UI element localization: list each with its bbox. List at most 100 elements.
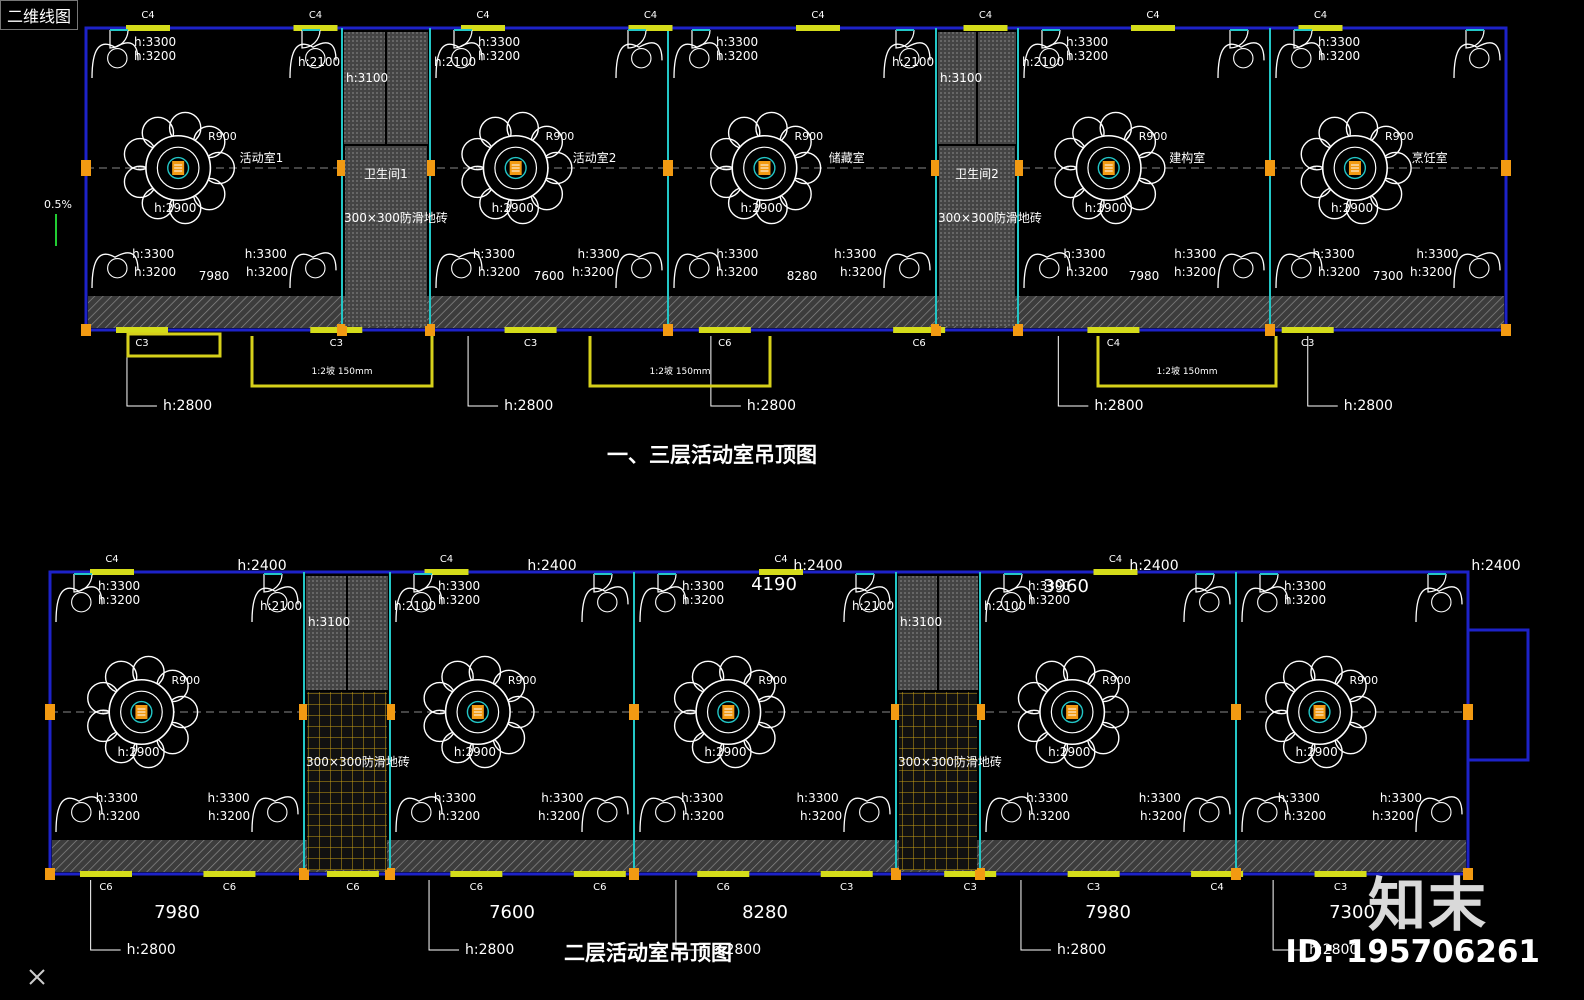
scroll-curve	[673, 252, 721, 289]
toilet-cubicle	[939, 576, 978, 690]
label-text: h:3300	[716, 247, 758, 261]
close-icon[interactable]	[28, 968, 46, 986]
scroll-circle	[107, 47, 128, 69]
window-top	[424, 569, 469, 575]
scroll-circle	[689, 257, 710, 279]
scroll-curve	[1241, 586, 1289, 623]
cornice-scroll	[581, 796, 629, 833]
window-label: C4	[979, 10, 992, 21]
ceiling-flower-lamp	[123, 111, 236, 225]
label-text: h:2100	[394, 599, 436, 613]
scroll-circle	[1257, 591, 1278, 613]
label-text: h:2900	[1331, 201, 1373, 215]
label-text: R900	[1350, 674, 1379, 687]
window-bottom	[944, 871, 997, 877]
toilet-tile-floor	[899, 692, 977, 870]
scroll-circle	[655, 801, 676, 823]
toilet-tile-floor	[939, 146, 1015, 326]
scroll-curve	[55, 586, 103, 623]
scroll-circle	[267, 591, 288, 613]
label-text: h:3200	[1028, 809, 1070, 823]
window-bottom	[504, 327, 557, 333]
label-text: R900	[794, 130, 823, 143]
window-top	[1298, 25, 1343, 31]
window-label: C3	[330, 338, 343, 349]
column	[975, 868, 985, 880]
label-text: h:3200	[1066, 265, 1108, 279]
column	[385, 704, 395, 720]
label-text: h:3200	[1140, 809, 1182, 823]
ceiling-height-text: h:2800	[504, 398, 553, 414]
label-text: R900	[508, 674, 537, 687]
label-text: h:3100	[940, 71, 982, 85]
label-text: h:3300	[96, 791, 138, 805]
cornice-scroll	[1275, 252, 1323, 289]
label-text: h:3200	[134, 265, 176, 279]
door-arc	[1293, 29, 1313, 49]
scroll-curve	[1415, 586, 1463, 623]
ceiling-flower-lamp	[1265, 655, 1377, 769]
door-arc	[657, 573, 677, 593]
scroll-curve	[883, 252, 931, 289]
scroll-circle	[1199, 801, 1220, 823]
toilet-cubicle	[387, 32, 428, 144]
door-swing-icon	[657, 573, 677, 593]
window-bottom	[1314, 871, 1367, 877]
label-text: h:3200	[246, 265, 288, 279]
label-text: R900	[758, 674, 787, 687]
window-bottom	[697, 871, 750, 877]
column	[1013, 324, 1023, 336]
viewport-label[interactable]: 二维线图	[0, 0, 79, 30]
label-text: h:3200	[840, 265, 882, 279]
window-top	[293, 25, 338, 31]
entrance-ramp	[1096, 336, 1278, 388]
door-swing-icon	[109, 29, 129, 49]
scroll-curve	[1241, 796, 1289, 833]
ceiling-height-text: h:2800	[465, 942, 514, 958]
label-text: h:3300	[1026, 791, 1068, 805]
window-label: C3	[1087, 882, 1100, 893]
window-bottom	[573, 871, 626, 877]
ceiling-height-text: h:2800	[1094, 398, 1143, 414]
door-arc	[413, 573, 433, 593]
label-text: h:3200	[1066, 49, 1108, 63]
label-text: h:2900	[1048, 745, 1090, 759]
flower-core	[1343, 156, 1367, 180]
scroll-curve	[985, 796, 1033, 833]
scroll-curve	[91, 42, 139, 79]
scroll-circle	[1291, 47, 1312, 69]
label-text: h:3300	[796, 791, 838, 805]
dimension-text: 7980	[199, 269, 230, 283]
dimension-text: 7600	[489, 902, 535, 923]
cornice-scroll	[55, 586, 103, 623]
ceiling-height-text: h:2400	[237, 558, 286, 574]
lamp-lines	[511, 164, 520, 172]
label-text: h:3200	[1174, 265, 1216, 279]
door-swing-icon	[895, 29, 915, 49]
column	[81, 324, 91, 336]
scroll-circle	[1431, 591, 1452, 613]
window-label: C6	[912, 338, 925, 349]
label-text: h:3200	[98, 809, 140, 823]
scroll-curve	[615, 42, 663, 79]
corridor-hatch	[88, 296, 1504, 328]
scroll-curve	[883, 42, 931, 79]
door-arc	[109, 29, 129, 49]
flower-core	[167, 156, 190, 180]
door-arc	[895, 29, 915, 49]
label-text: h:3200	[1318, 49, 1360, 63]
column	[1265, 324, 1275, 336]
door-swing-icon	[1293, 29, 1313, 49]
cornice-scroll	[289, 42, 337, 79]
column	[1501, 160, 1511, 176]
label-text: h:3200	[716, 265, 758, 279]
window-top	[461, 25, 505, 31]
label-text: h:2900	[704, 745, 746, 759]
lamp-lines	[1315, 708, 1324, 716]
column	[931, 160, 941, 176]
label-text: R900	[208, 130, 237, 143]
flower-core	[466, 700, 489, 724]
scroll-curve	[639, 796, 687, 833]
